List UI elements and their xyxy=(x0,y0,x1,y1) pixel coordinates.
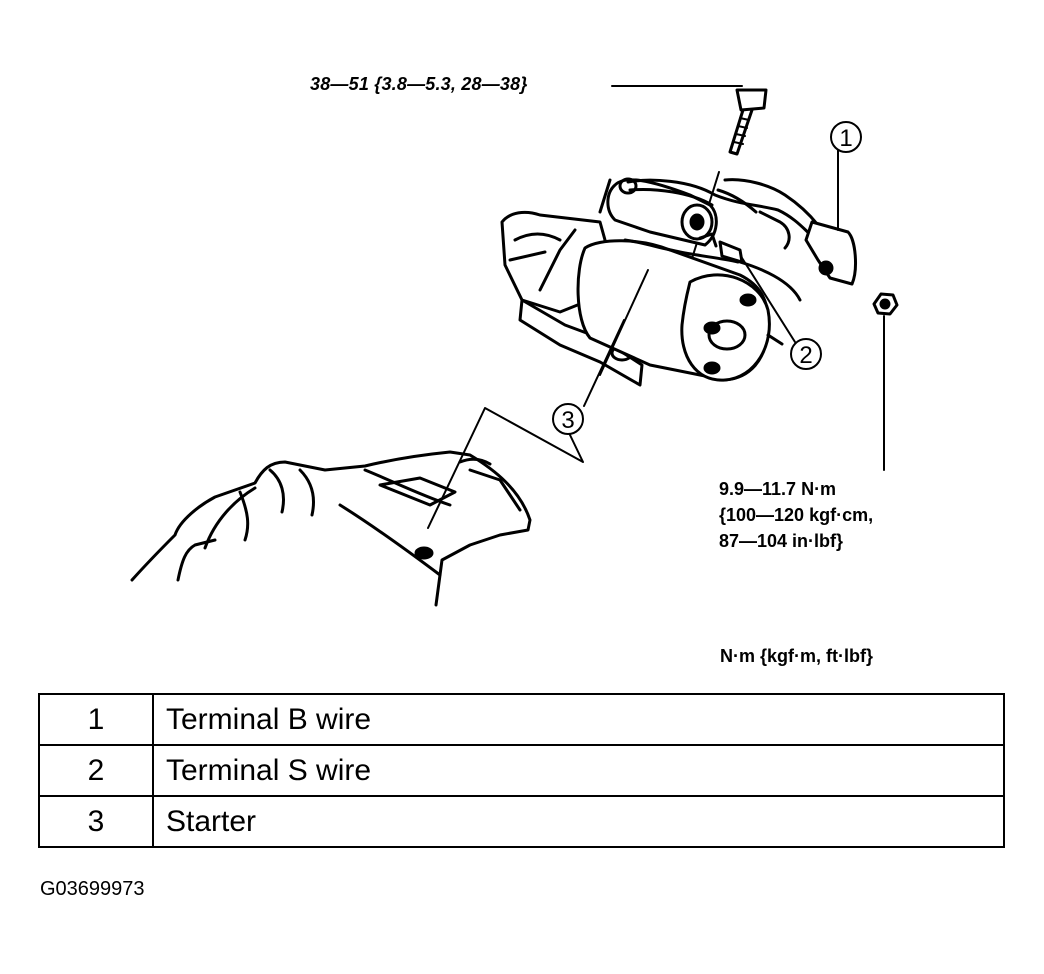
callout-1: 1 xyxy=(830,121,862,153)
part-number: 1 xyxy=(38,693,154,746)
bolt-torque-spec: 38—51 {3.8—5.3, 28—38} xyxy=(310,74,528,94)
callout-2: 2 xyxy=(790,338,822,370)
table-row: 2 Terminal S wire xyxy=(38,744,1005,797)
nut-torque-line-2: {100—120 kgf·cm, xyxy=(719,505,874,525)
table-row: 3 Starter xyxy=(38,795,1005,848)
parts-table: 1 Terminal B wire 2 Terminal S wire 3 St… xyxy=(38,693,1005,848)
part-number: 3 xyxy=(38,795,154,848)
wire-harness xyxy=(623,139,857,302)
nut-torque-spec: 9.9—11.7 N·m {100—120 kgf·cm, 87—104 in·… xyxy=(719,476,873,554)
part-name: Terminal B wire xyxy=(152,693,1005,746)
callout-1-number: 1 xyxy=(839,125,852,152)
table-row: 1 Terminal B wire xyxy=(38,693,1005,746)
figure-id: G03699973 xyxy=(40,878,145,900)
callout-2-leader xyxy=(741,257,796,343)
part-name: Terminal S wire xyxy=(152,744,1005,797)
terminal-b-nut xyxy=(872,292,899,316)
callout-3: 3 xyxy=(552,403,584,435)
starter-exploded-diagram: 1 2 3 xyxy=(130,85,899,607)
part-name: Starter xyxy=(152,795,1005,848)
mounting-bolt xyxy=(728,88,768,156)
callout-2-number: 2 xyxy=(799,342,812,369)
part-number: 2 xyxy=(38,744,154,797)
callout-3-leader xyxy=(427,319,625,529)
torque-units-legend: N·m {kgf·m, ft·lbf} xyxy=(720,646,873,666)
engine-housing xyxy=(130,450,532,607)
nut-torque-line-3: 87—104 in·lbf} xyxy=(719,531,844,551)
starter-motor xyxy=(500,177,784,387)
callout-3-number: 3 xyxy=(561,407,574,434)
nut-torque-line-1: 9.9—11.7 N·m xyxy=(719,479,837,499)
